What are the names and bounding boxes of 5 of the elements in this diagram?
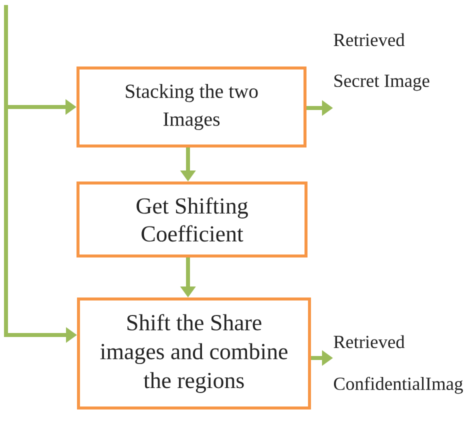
process-box: Stacking the two Images — [76, 66, 306, 148]
output-label: Retrieved ConfidentialImag — [334, 335, 463, 394]
output-label: Retrieved Secret Image — [334, 33, 430, 91]
process-box: Get Shifting Coefficient — [76, 182, 308, 258]
process-box: Shift the Share images and combine the regions — [77, 298, 311, 410]
